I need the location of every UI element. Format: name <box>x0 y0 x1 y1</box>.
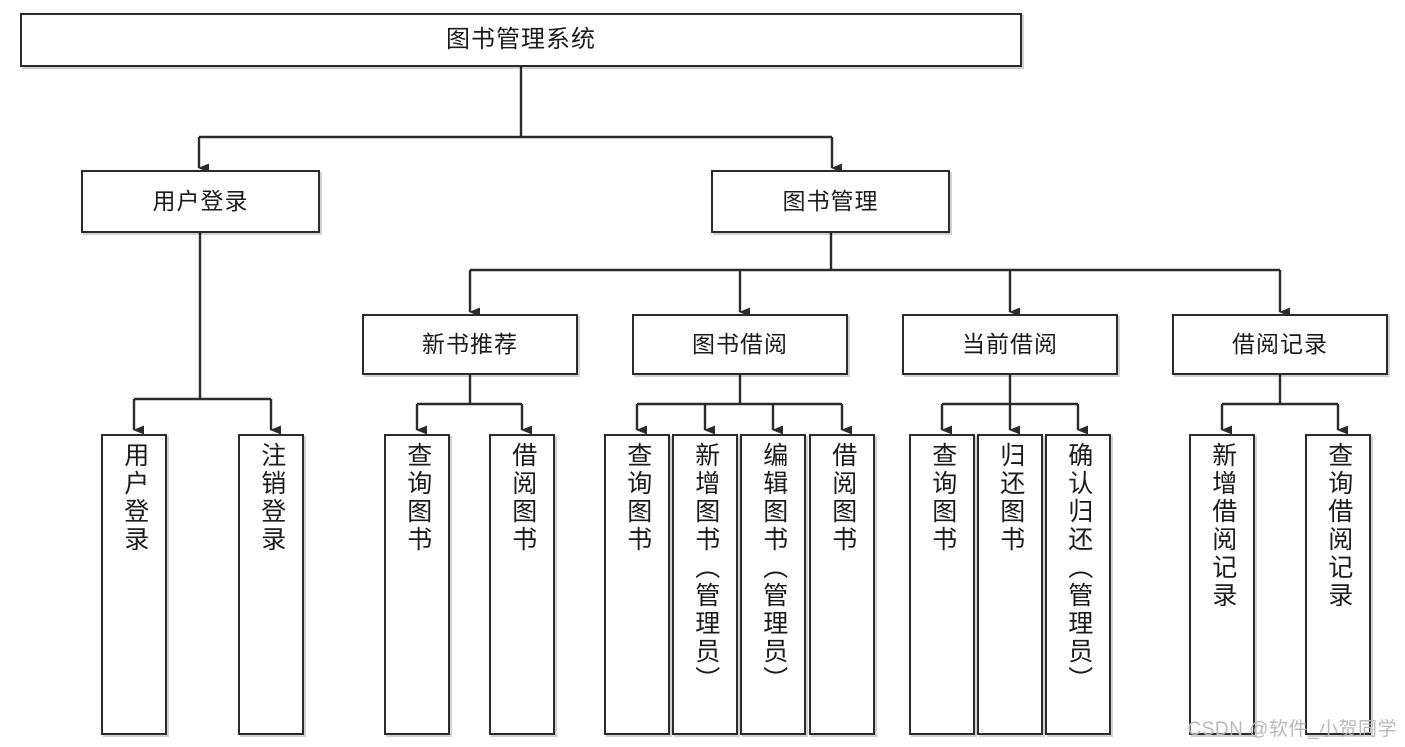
leaf-user-login-signin[interactable]: 用户登录 <box>101 434 167 735</box>
node-label: 查询借阅记录 <box>1324 442 1353 610</box>
node-label: 当前借阅 <box>962 331 1058 358</box>
leaf-record-add-record[interactable]: 新增借阅记录 <box>1189 434 1255 735</box>
node-label: 借阅图书 <box>828 442 857 554</box>
node-label: 新增借阅记录 <box>1208 442 1237 610</box>
leaf-borrow-edit-book-admin[interactable]: 编辑图书（管理员） <box>740 434 806 735</box>
leaf-recommend-query-book[interactable]: 查询图书 <box>384 434 450 735</box>
node-label: 查询图书 <box>623 442 652 554</box>
node-label: 编辑图书（管理员） <box>759 442 788 694</box>
leaf-current-query-book[interactable]: 查询图书 <box>909 434 975 735</box>
leaf-borrow-borrow-book[interactable]: 借阅图书 <box>809 434 875 735</box>
node-label: 注销登录 <box>257 442 286 554</box>
leaf-recommend-borrow-book[interactable]: 借阅图书 <box>489 434 555 735</box>
leaf-record-query-record[interactable]: 查询借阅记录 <box>1305 434 1371 735</box>
node-label: 确认归还（管理员） <box>1064 442 1093 694</box>
node-current-borrow[interactable]: 当前借阅 <box>902 314 1118 375</box>
node-label: 归还图书 <box>996 442 1025 554</box>
node-label: 新书推荐 <box>422 331 518 358</box>
watermark: CSDN @软件_小贺同学 <box>1187 719 1397 740</box>
node-book-management[interactable]: 图书管理 <box>711 170 950 233</box>
leaf-borrow-query-book[interactable]: 查询图书 <box>604 434 670 735</box>
node-label: 查询图书 <box>403 442 432 554</box>
node-label: 用户登录 <box>120 442 149 554</box>
leaf-user-login-signout[interactable]: 注销登录 <box>238 434 304 735</box>
node-label: 图书借阅 <box>692 331 788 358</box>
node-new-book-recommend[interactable]: 新书推荐 <box>362 314 578 375</box>
node-label: 借阅图书 <box>508 442 537 554</box>
node-label: 图书管理 <box>782 188 879 215</box>
node-label: 图书管理系统 <box>446 26 596 53</box>
node-root-system[interactable]: 图书管理系统 <box>20 13 1022 67</box>
node-label: 借阅记录 <box>1232 331 1328 358</box>
node-label: 查询图书 <box>928 442 957 554</box>
node-user-login[interactable]: 用户登录 <box>81 170 320 233</box>
node-label: 用户登录 <box>152 188 249 215</box>
leaf-current-confirm-return-admin[interactable]: 确认归还（管理员） <box>1045 434 1111 735</box>
node-borrow-record[interactable]: 借阅记录 <box>1172 314 1388 375</box>
node-book-borrow[interactable]: 图书借阅 <box>632 314 848 375</box>
node-label: 新增图书（管理员） <box>691 442 720 694</box>
leaf-borrow-add-book-admin[interactable]: 新增图书（管理员） <box>672 434 738 735</box>
leaf-current-return-book[interactable]: 归还图书 <box>977 434 1043 735</box>
